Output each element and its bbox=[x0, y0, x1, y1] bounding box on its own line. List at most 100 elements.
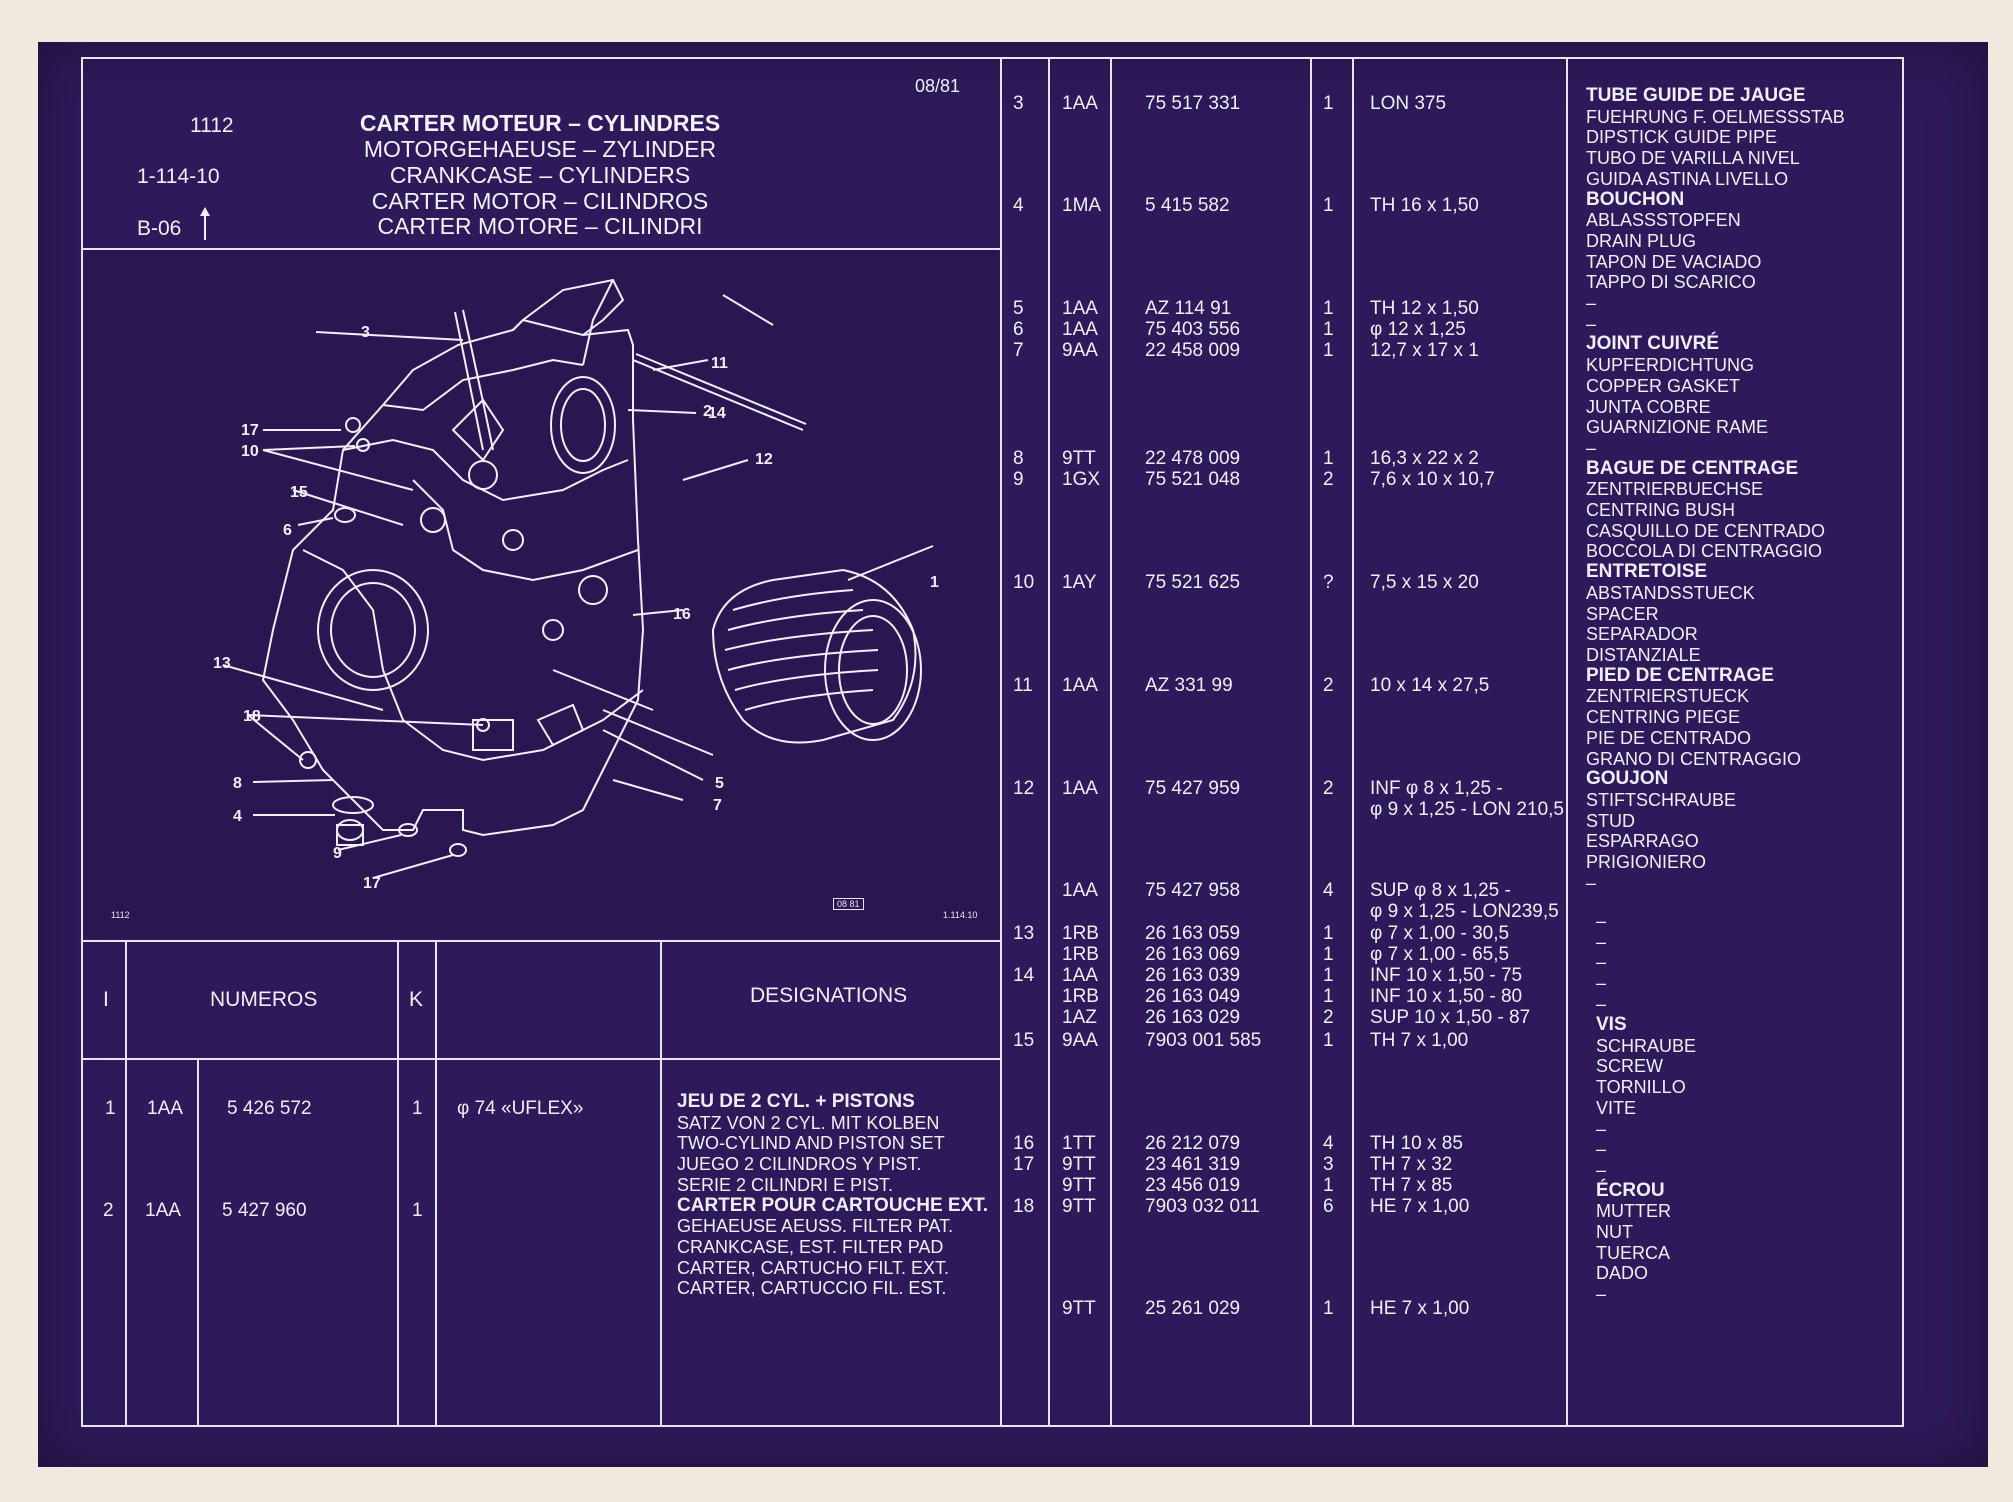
row-qty: 1 bbox=[412, 1200, 423, 1221]
callout-11: 11 bbox=[711, 355, 728, 372]
row-qty: 1 bbox=[1323, 1298, 1334, 1319]
row-number: 5 426 572 bbox=[227, 1098, 312, 1119]
row-code: 1AZ bbox=[1062, 1007, 1097, 1028]
row-number: 75 427 958 bbox=[1145, 880, 1241, 901]
title-fr: CARTER MOTEUR – CYLINDRES bbox=[359, 110, 721, 136]
row-qty: 4 bbox=[1323, 1133, 1334, 1154]
title-en: CRANKCASE – CYLINDERS bbox=[389, 162, 691, 188]
designation-line: FUEHRUNG F. OELMESSSTAB bbox=[1586, 106, 1845, 127]
designation-line: – bbox=[1596, 1118, 1607, 1139]
row-qty: 3 bbox=[1323, 1154, 1334, 1175]
row-index: 17 bbox=[1013, 1154, 1035, 1175]
designation-line: VITE bbox=[1596, 1097, 1637, 1118]
designation-line: CRANKCASE, EST. FILTER PAD bbox=[677, 1236, 944, 1257]
title-it: CARTER MOTORE – CILINDRI bbox=[377, 213, 703, 239]
row-code: 1AA bbox=[1062, 319, 1098, 340]
up-arrow-icon bbox=[198, 207, 212, 246]
designation-line: COPPER GASKET bbox=[1586, 375, 1741, 396]
row-spec: φ 12 x 1,25 bbox=[1370, 319, 1466, 340]
designation-line: DRAIN PLUG bbox=[1586, 230, 1697, 251]
row-index: 5 bbox=[1013, 298, 1024, 319]
callout-5: 5 bbox=[715, 775, 724, 792]
row-code: 9TT bbox=[1062, 1298, 1096, 1319]
row-code: 1RB bbox=[1062, 986, 1099, 1007]
row-code: 1AA bbox=[1062, 93, 1098, 114]
row-qty: 1 bbox=[1323, 340, 1334, 361]
designation-line: TUBO DE VARILLA NIVEL bbox=[1586, 148, 1800, 169]
row-qty: 1 bbox=[1323, 986, 1334, 1007]
designation-line: PRIGIONIERO bbox=[1586, 852, 1707, 873]
designation-line: GEHAEUSE AEUSS. FILTER PAT. bbox=[677, 1216, 954, 1237]
callout-8: 8 bbox=[233, 775, 242, 792]
row-code: 1MA bbox=[1062, 195, 1102, 216]
row-qty: 1 bbox=[1323, 923, 1334, 944]
row-code: 1AA bbox=[1062, 675, 1098, 696]
callout-4: 4 bbox=[233, 808, 242, 825]
row-qty: 1 bbox=[1323, 1030, 1334, 1051]
designation-line: – bbox=[1596, 973, 1607, 994]
designation-line: ESPARRAGO bbox=[1586, 831, 1699, 852]
row-spec: TH 7 x 85 bbox=[1370, 1175, 1453, 1196]
row-qty: 4 bbox=[1323, 880, 1334, 901]
designation-line: GUARNIZIONE RAME bbox=[1586, 417, 1769, 438]
designation-line: SATZ VON 2 CYL. MIT KOLBEN bbox=[677, 1112, 940, 1133]
designation-line: – bbox=[1596, 993, 1607, 1014]
row-number: 26 163 059 bbox=[1145, 923, 1241, 944]
designation-line: NUT bbox=[1596, 1222, 1633, 1243]
designation-line: CARTER, CARTUCCIO FIL. EST. bbox=[677, 1278, 947, 1299]
row-qty: 1 bbox=[1323, 319, 1334, 340]
row-qty: 1 bbox=[1323, 1175, 1334, 1196]
row-code: 1AY bbox=[1062, 572, 1097, 593]
row-spec: INF 10 x 1,50 - 80 bbox=[1370, 986, 1523, 1007]
row-code: 1RB bbox=[1062, 944, 1099, 965]
row-spec: 16,3 x 22 x 2 bbox=[1370, 448, 1479, 469]
row-number: 7903 001 585 bbox=[1145, 1030, 1262, 1051]
row-number: 75 517 331 bbox=[1145, 93, 1241, 114]
row-qty: 1 bbox=[1323, 195, 1334, 216]
designation-line: TAPPO DI SCARICO bbox=[1586, 272, 1756, 293]
designation-line: – bbox=[1596, 952, 1607, 973]
row-code: 9TT bbox=[1062, 1154, 1096, 1175]
row-index: 3 bbox=[1013, 93, 1024, 114]
designation-line: CASQUILLO DE CENTRADO bbox=[1586, 520, 1826, 541]
row-spec: LON 375 bbox=[1370, 93, 1447, 114]
sheet-ref: 1-114-10 bbox=[137, 165, 220, 188]
designation-line: CARTER POUR CARTOUCHE EXT. bbox=[677, 1194, 989, 1216]
callout-15: 15 bbox=[290, 484, 308, 501]
row-index: 6 bbox=[1013, 319, 1024, 340]
col-header-designations: DESIGNATIONS bbox=[750, 984, 908, 1007]
row-spec: φ 7 x 1,00 - 65,5 bbox=[1370, 944, 1510, 965]
designation-line: CENTRING PIEGE bbox=[1586, 707, 1741, 728]
row-index: 1 bbox=[105, 1098, 116, 1119]
col-line bbox=[397, 940, 399, 1427]
row-spec: HE 7 x 1,00 bbox=[1370, 1298, 1470, 1319]
row-number: 23 461 319 bbox=[1145, 1154, 1241, 1175]
designation-line: JOINT CUIVRÉ bbox=[1586, 333, 1720, 355]
row-qty: 2 bbox=[1323, 778, 1334, 799]
sheet-sub: B-06 bbox=[137, 217, 182, 240]
row-spec: TH 12 x 1,50 bbox=[1370, 298, 1479, 319]
row-spec: 7,6 x 10 x 10,7 bbox=[1370, 469, 1495, 490]
row-number: AZ 114 91 bbox=[1145, 298, 1232, 319]
row-qty: 1 bbox=[1323, 944, 1334, 965]
designation-line: JEU DE 2 CYL. + PISTONS bbox=[677, 1091, 915, 1112]
callout-18-top: 17 bbox=[241, 422, 259, 439]
drawing-footer-right: 1.114.10 bbox=[943, 910, 978, 920]
row-spec: INF 10 x 1,50 - 75 bbox=[1370, 965, 1523, 986]
row-qty: 2 bbox=[1323, 675, 1334, 696]
row-code: 9TT bbox=[1062, 1175, 1096, 1196]
col-line bbox=[1110, 57, 1112, 1427]
row-qty: 6 bbox=[1323, 1196, 1334, 1217]
col-line bbox=[1352, 57, 1354, 1427]
col-line bbox=[1566, 57, 1568, 1427]
row-number: 26 163 029 bbox=[1145, 1007, 1241, 1028]
drawing-footer-mid: 08 81 bbox=[833, 898, 864, 910]
right-designations-2: ––––– bbox=[1596, 911, 1606, 1015]
callout-7: 7 bbox=[713, 797, 722, 814]
designation-line: TUBE GUIDE DE JAUGE bbox=[1586, 85, 1806, 106]
row-code: 1AA bbox=[1062, 298, 1098, 319]
designation-line: BAGUE DE CENTRAGE bbox=[1586, 457, 1799, 479]
designation-line: – bbox=[1586, 293, 1597, 314]
row-number: 25 261 029 bbox=[1145, 1298, 1241, 1319]
designation-line: – bbox=[1586, 313, 1597, 334]
